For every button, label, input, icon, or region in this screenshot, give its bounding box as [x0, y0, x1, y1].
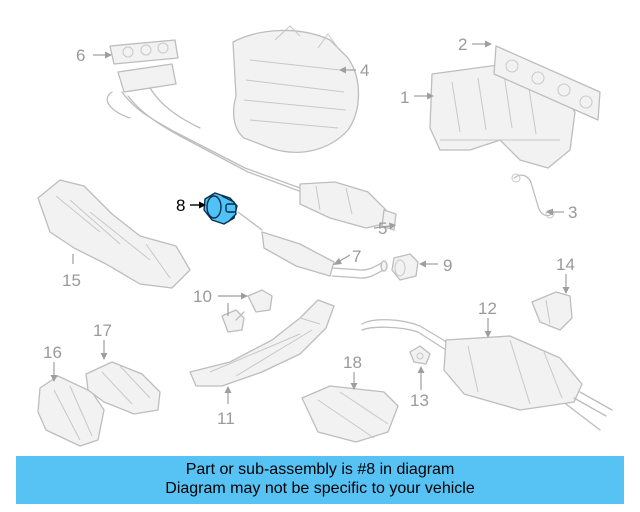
- part-18-heat-shield: [301, 385, 399, 443]
- part-14-bracket: [531, 291, 573, 331]
- callout-2: 2: [458, 35, 467, 54]
- callout-9: 9: [443, 256, 452, 275]
- callout-3: 3: [568, 203, 577, 222]
- callout-13: 13: [410, 391, 429, 410]
- callout-15: 15: [62, 271, 81, 290]
- callout-7: 7: [352, 247, 361, 266]
- part-12-muffler: [361, 319, 613, 431]
- part-2-manifold-gasket: [493, 45, 601, 121]
- part-6-gasket: [109, 39, 179, 65]
- callout-10: 10: [193, 287, 212, 306]
- part-17-heat-shield: [85, 361, 161, 415]
- part-9-clamp: [391, 253, 419, 281]
- callout-16: 16: [43, 343, 62, 362]
- callout-17: 17: [93, 321, 112, 340]
- callout-18: 18: [343, 353, 362, 372]
- callout-numbers: 1 2 3 4 5 6 7 8 9 10 11 12 13 14 15 16 1…: [43, 35, 577, 428]
- part-11-heat-shield: [189, 299, 335, 387]
- callout-6: 6: [76, 46, 85, 65]
- callout-12: 12: [478, 299, 497, 318]
- part-13-hanger: [409, 345, 431, 365]
- part-8-clamp-highlighted: [203, 192, 238, 225]
- part-4-heat-shield: [232, 25, 360, 153]
- part-15-heat-shield: [37, 179, 191, 289]
- callout-leaders: [50, 40, 570, 404]
- parts-diagram: 1 2 3 4 5 6 7 8 9 10 11 12 13 14 15 16 1…: [37, 25, 613, 447]
- callout-5: 5: [378, 219, 387, 238]
- callout-8: 8: [176, 196, 185, 215]
- part-7-pipe: [237, 211, 388, 279]
- info-banner: Part or sub-assembly is #8 in diagram Di…: [16, 456, 624, 504]
- banner-line-1: Part or sub-assembly is #8 in diagram: [185, 461, 455, 478]
- part-16-heat-shield: [37, 375, 105, 447]
- callout-1: 1: [400, 88, 409, 107]
- callout-14: 14: [556, 255, 575, 274]
- callout-4: 4: [360, 61, 369, 80]
- banner-line-2: Diagram may not be specific to your vehi…: [165, 480, 475, 497]
- front-pipe: [106, 63, 303, 193]
- callout-11: 11: [217, 409, 235, 428]
